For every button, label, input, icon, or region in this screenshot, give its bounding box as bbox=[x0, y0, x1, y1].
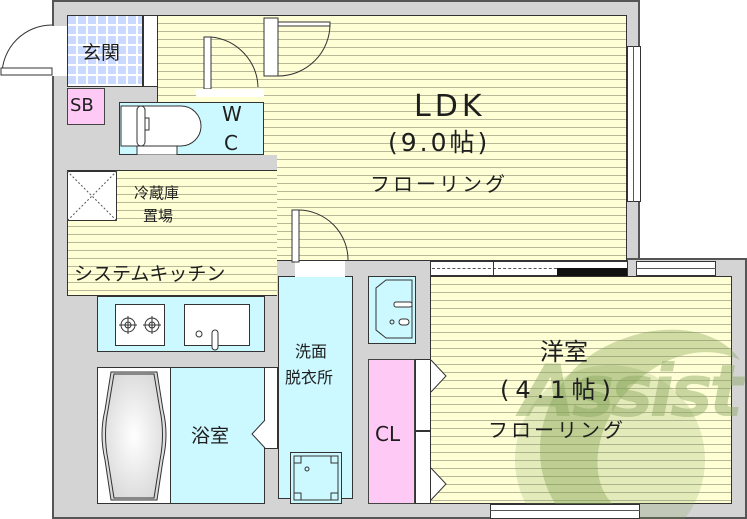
bathroom-label: 浴室 bbox=[191, 425, 230, 447]
interior-wall-upper bbox=[67, 155, 277, 170]
assist-watermark-logo bbox=[515, 329, 740, 519]
closet-door-upper[interactable] bbox=[415, 359, 431, 431]
washing-machine-icon bbox=[293, 455, 339, 501]
toilet-bowl-icon bbox=[120, 105, 202, 156]
washing-machine-space[interactable] bbox=[290, 452, 342, 504]
washroom-label-line1: 洗面 bbox=[295, 342, 328, 361]
western-window-bottom[interactable] bbox=[490, 504, 640, 519]
ldk-floor-label: フローリング bbox=[370, 172, 508, 196]
front-door-swing-icon bbox=[0, 24, 53, 76]
fridge-space-cross-icon bbox=[66, 170, 118, 222]
fridge-space-label-line1: 冷蔵庫 bbox=[134, 184, 180, 202]
toilet-label-c: C bbox=[224, 131, 238, 155]
entrance-label: 玄関 bbox=[82, 42, 121, 64]
western-room-size-label: (4.1帖) bbox=[500, 376, 617, 404]
closet[interactable] bbox=[368, 359, 415, 504]
ldk-label: LDK bbox=[414, 89, 486, 124]
closet-door-lower[interactable] bbox=[415, 431, 431, 504]
western-window-bottom-line bbox=[490, 510, 640, 511]
ldk-window-pane-line bbox=[633, 46, 634, 202]
toilet-label-w: W bbox=[222, 102, 242, 126]
entrance-step bbox=[143, 15, 158, 87]
interior-wall-kitchen-bath bbox=[67, 353, 277, 367]
front-door-opening bbox=[52, 26, 67, 76]
toilet-door-swing-icon bbox=[196, 36, 264, 97]
sliding-door-panel-divider bbox=[493, 261, 494, 276]
entrance-floor bbox=[67, 15, 143, 87]
sliding-door-dashes bbox=[432, 268, 562, 269]
closet-label: CL bbox=[375, 422, 401, 446]
bathroom-door-arrow-icon bbox=[251, 419, 266, 449]
western-room bbox=[430, 276, 732, 504]
closet-door-arrow-upper-icon bbox=[430, 359, 447, 393]
western-room-label: 洋室 bbox=[540, 338, 588, 366]
ldk-window-right[interactable] bbox=[627, 46, 641, 202]
closet-door-arrow-lower-icon bbox=[430, 467, 447, 501]
interior-wall-washroom-closet bbox=[353, 344, 368, 504]
ldk-door-swing-icon bbox=[263, 17, 331, 77]
washroom-label-line2: 脱衣所 bbox=[285, 368, 334, 387]
stove-burners-icon bbox=[119, 316, 161, 334]
shoe-box[interactable] bbox=[67, 88, 105, 125]
fridge-space bbox=[67, 171, 117, 221]
wash-basin-icon bbox=[375, 279, 413, 339]
bathtub-icon bbox=[101, 371, 167, 501]
assist-watermark-text: Assist bbox=[520, 349, 743, 433]
western-room-floor-label: フローリング bbox=[488, 418, 626, 442]
kitchen-label: システムキッチン bbox=[74, 263, 226, 285]
washroom-door-swing-icon bbox=[291, 209, 349, 263]
bathroom-door[interactable] bbox=[264, 367, 278, 449]
shoe-box-label: SB bbox=[70, 95, 94, 116]
washroom-door-opening bbox=[295, 261, 345, 277]
ldk-size-label: (9.0帖) bbox=[388, 128, 491, 157]
kitchen-faucet-icon bbox=[195, 329, 219, 351]
sliding-door-black-panel bbox=[557, 268, 627, 276]
western-window-top-line bbox=[636, 268, 716, 269]
fridge-space-label-line2: 置場 bbox=[143, 207, 174, 225]
